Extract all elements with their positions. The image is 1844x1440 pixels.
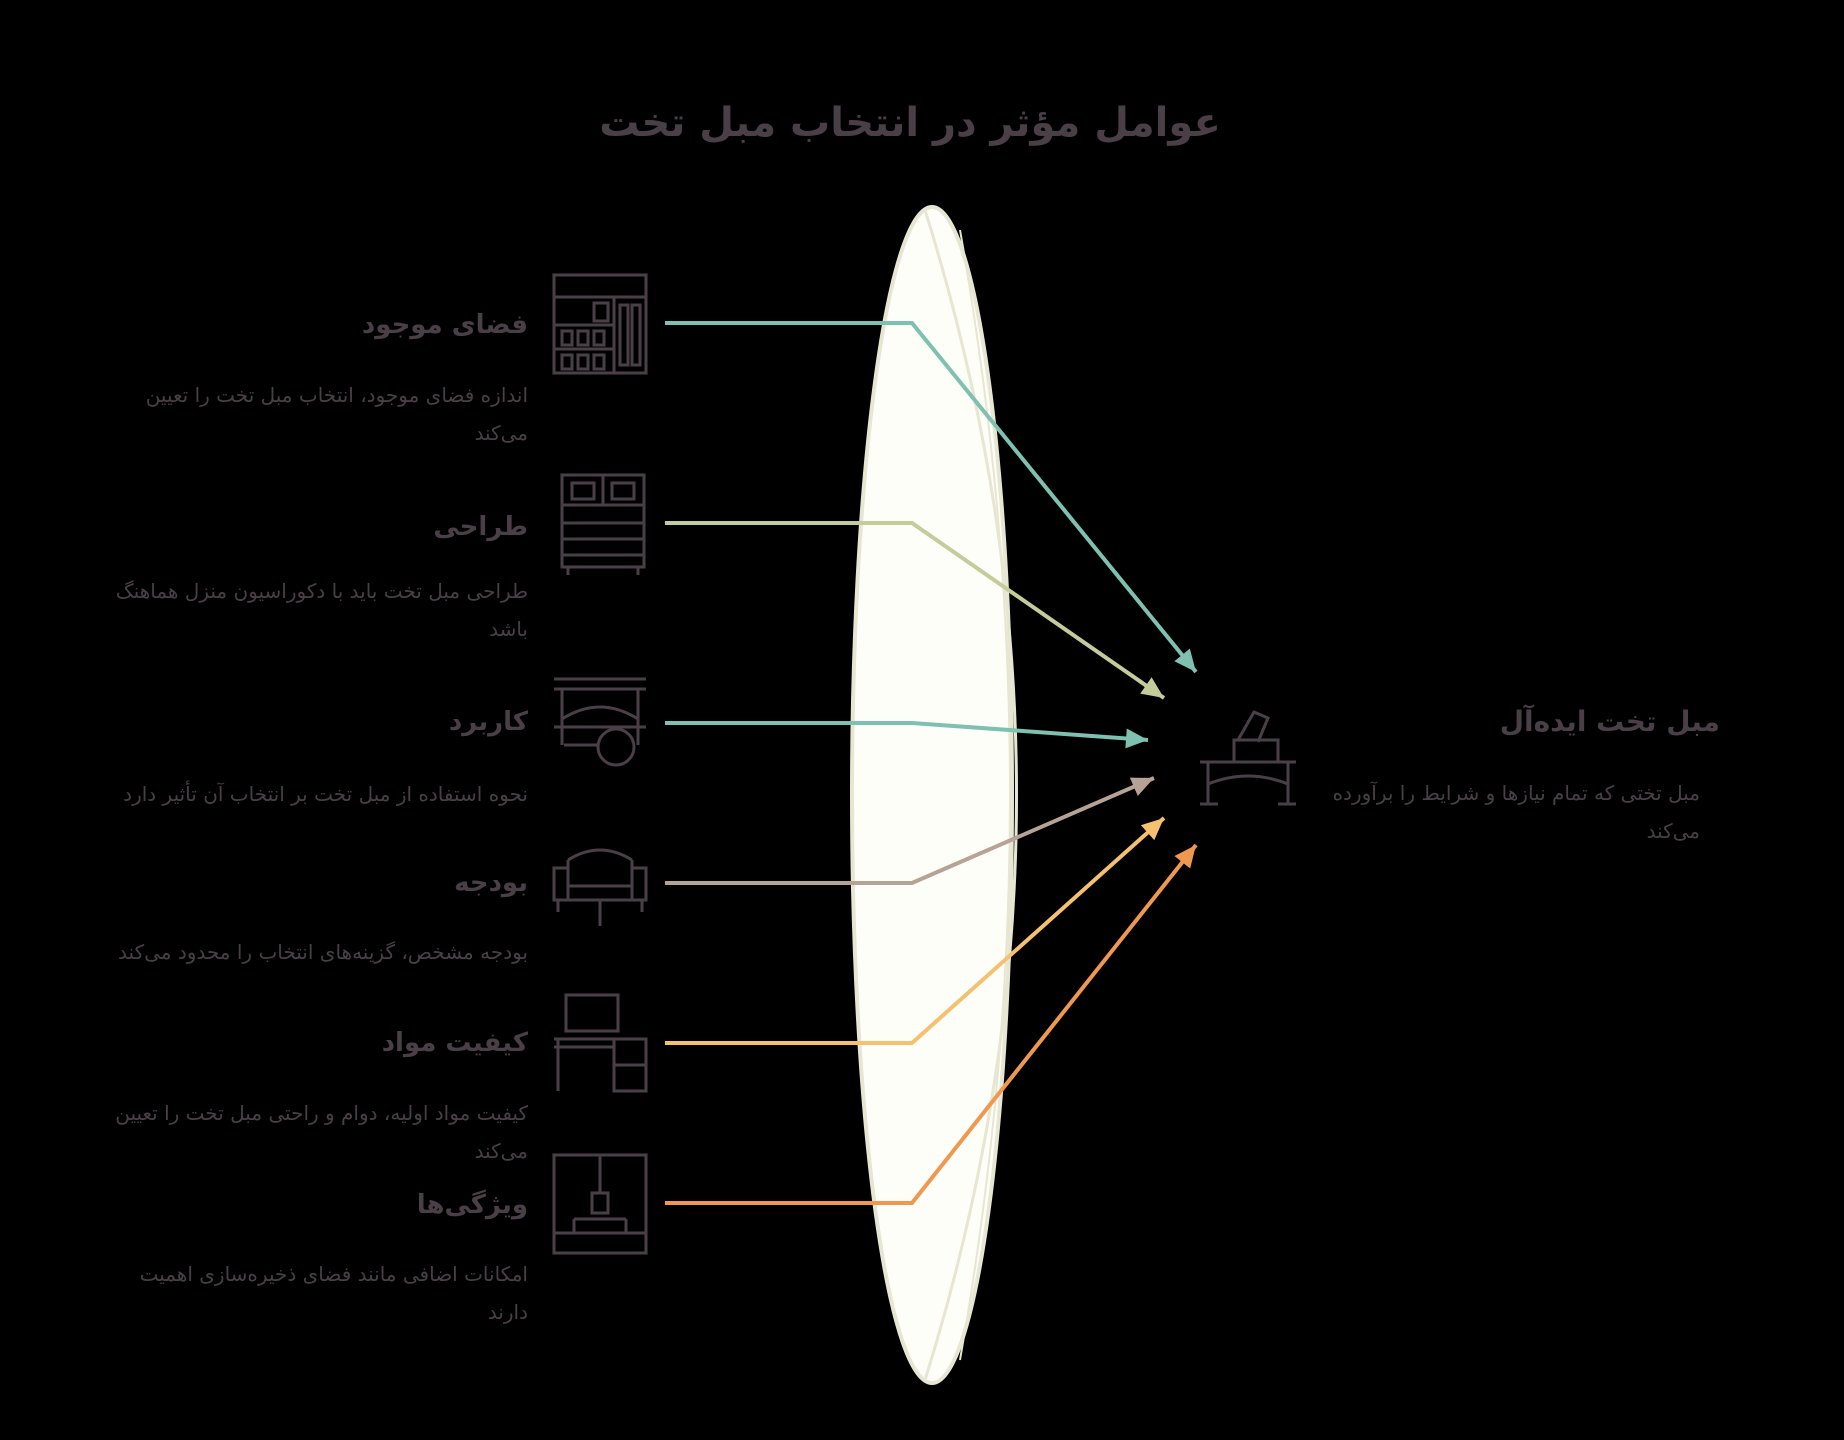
target-title: مبل تخت ایده‌آل [1499,705,1720,738]
sofa-bed-icon [554,677,646,767]
connector-arrowhead [1174,845,1196,869]
connector-line [665,321,1198,674]
cabinet-icon [560,473,646,575]
factor-title-budget: بودجه [454,868,528,898]
connector-arrowhead [1140,818,1164,841]
connector-arrowhead [1129,777,1154,796]
factor-desc-usage: نحوه استفاده از مبل تخت بر انتخاب آن تأث… [123,782,528,806]
factor-desc-design: طراحی مبل تخت باید با دکوراسیون منزل هما… [115,579,528,641]
factor-desc-features: امکانات اضافی مانند فضای ذخیره‌سازی اهمی… [139,1262,528,1324]
bookshelf-icon [552,273,648,375]
connector-line [665,816,1166,1045]
connector-line [665,776,1155,885]
lens-shape [850,205,1018,1385]
frame-icon [552,1153,648,1255]
factor-desc-space: اندازه فضای موجود، انتخاب مبل تخت را تعی… [145,383,528,445]
connector-arrowhead [1174,648,1196,672]
factor-desc-budget: بودجه مشخص، گزینه‌های انتخاب را محدود می… [118,940,528,964]
connector-line [665,721,1149,742]
armchair-icon [552,848,648,926]
connector-arrows [665,321,1198,1205]
factor-title-features: ویژگی‌ها [416,1190,528,1220]
page-title: عوامل مؤثر در انتخاب مبل تخت [599,100,1221,146]
desk-icon [554,993,648,1093]
factor-desc-quality: کیفیت مواد اولیه، دوام و راحتی مبل تخت ر… [115,1101,528,1163]
connector-line [665,521,1166,700]
connector-arrowhead [1125,728,1148,749]
sofa-bed-target-icon [1200,710,1296,806]
factor-title-quality: کیفیت مواد [381,1028,528,1058]
connector-arrowhead [1140,677,1164,698]
factor-title-design: طراحی [433,512,528,542]
factor-title-usage: کاربرد [448,707,528,737]
target-desc: مبل تختی که تمام نیازها و شرایط را برآور… [1332,781,1700,843]
factor-title-space: فضای موجود [361,310,528,340]
connector-line [665,843,1198,1205]
